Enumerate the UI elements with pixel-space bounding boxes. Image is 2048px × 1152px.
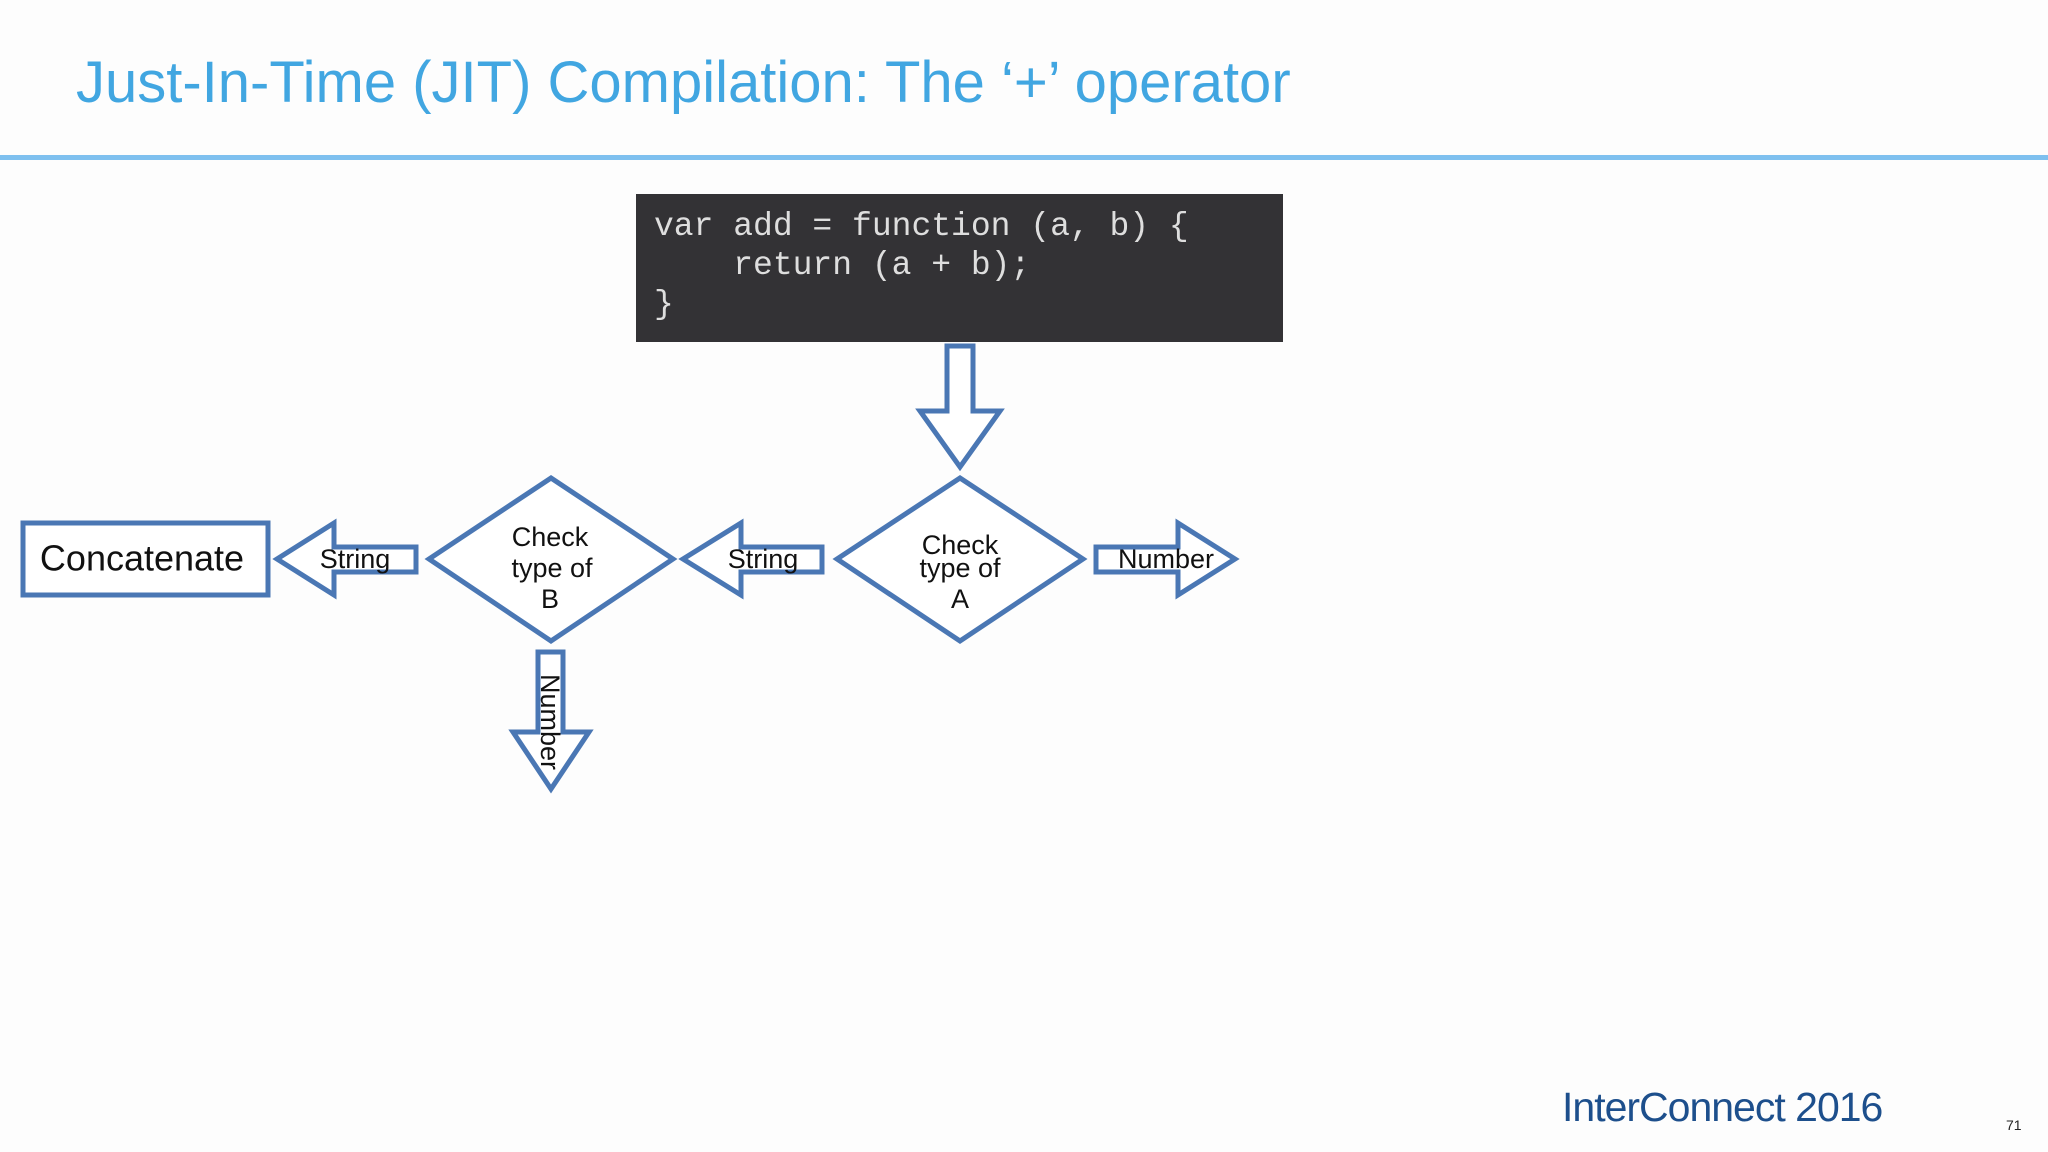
arrow-b-string-label: String [320,544,391,574]
concatenate-box [20,520,271,598]
decision-check-type-a [832,475,1088,645]
arrow-a-string [678,518,825,600]
arrow-b-number-label: Number [535,674,565,770]
arrow-a-string-label: String [728,544,799,574]
code-line: } [654,286,674,323]
decision-b-label: type of [511,553,593,583]
decision-b-label: Check [512,522,589,552]
code-line: return (a + b); [654,247,1031,284]
decision-check-type-b [424,474,678,645]
decision-b-label: B [541,584,559,614]
down-arrow-to-decision-a [915,343,1005,472]
brand-logo-text: InterConnect 2016 [1562,1084,1883,1130]
arrow-b-string [272,518,419,600]
slide-number: 71 [2006,1117,2022,1133]
decision-a-label: type of [919,553,1001,583]
decision-a-label: A [951,584,969,614]
concatenate-label: Concatenate [40,538,244,579]
title-divider [0,155,2048,160]
decision-a-label: Check [922,530,999,560]
code-line: var add = function (a, b) { [654,208,1189,245]
arrow-a-number-label: Number [1118,544,1214,574]
arrow-a-number [1093,518,1240,600]
slide-title: Just-In-Time (JIT) Compilation: The ‘+’ … [76,50,1291,115]
code-block: var add = function (a, b) { return (a + … [636,194,1283,342]
arrow-b-number [508,649,594,794]
